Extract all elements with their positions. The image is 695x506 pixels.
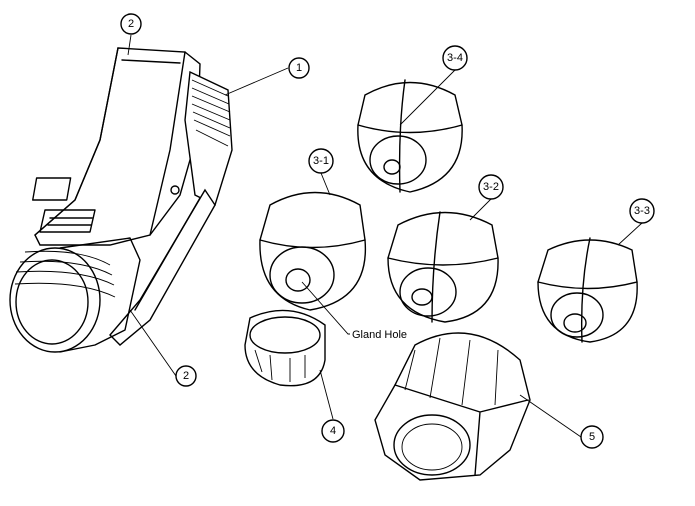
balloon-5: 5 xyxy=(580,425,604,449)
seal-insert-3-3 xyxy=(537,237,638,343)
svg-text:2: 2 xyxy=(128,18,134,30)
svg-text:5: 5 xyxy=(589,431,595,443)
svg-text:4: 4 xyxy=(330,425,336,437)
clamp-ring xyxy=(244,309,326,387)
cap-nut xyxy=(374,332,531,481)
svg-text:3-4: 3-4 xyxy=(447,52,463,64)
connector-housing xyxy=(9,47,233,353)
balloon-4: 4 xyxy=(321,419,345,443)
svg-text:3-1: 3-1 xyxy=(313,155,329,167)
svg-text:3-2: 3-2 xyxy=(483,181,499,193)
seal-insert-3-1 xyxy=(259,191,367,311)
svg-text:3-3: 3-3 xyxy=(634,205,650,217)
balloon-3-3: 3-3 xyxy=(629,198,655,224)
balloon-3-4: 3-4 xyxy=(442,45,468,71)
svg-text:1: 1 xyxy=(296,62,302,74)
svg-text:2: 2 xyxy=(183,370,189,382)
seal-insert-3-2 xyxy=(387,211,499,323)
balloon-3-2: 3-2 xyxy=(478,174,504,200)
balloon-2-bottom: 2 xyxy=(175,365,197,387)
seal-insert-3-4 xyxy=(357,79,463,193)
balloon-2-top: 2 xyxy=(120,13,142,35)
gland-hole-label: Gland Hole xyxy=(352,329,407,341)
balloon-3-1: 3-1 xyxy=(308,148,334,174)
leader-lines xyxy=(127,34,643,438)
balloon-1: 1 xyxy=(288,57,310,79)
